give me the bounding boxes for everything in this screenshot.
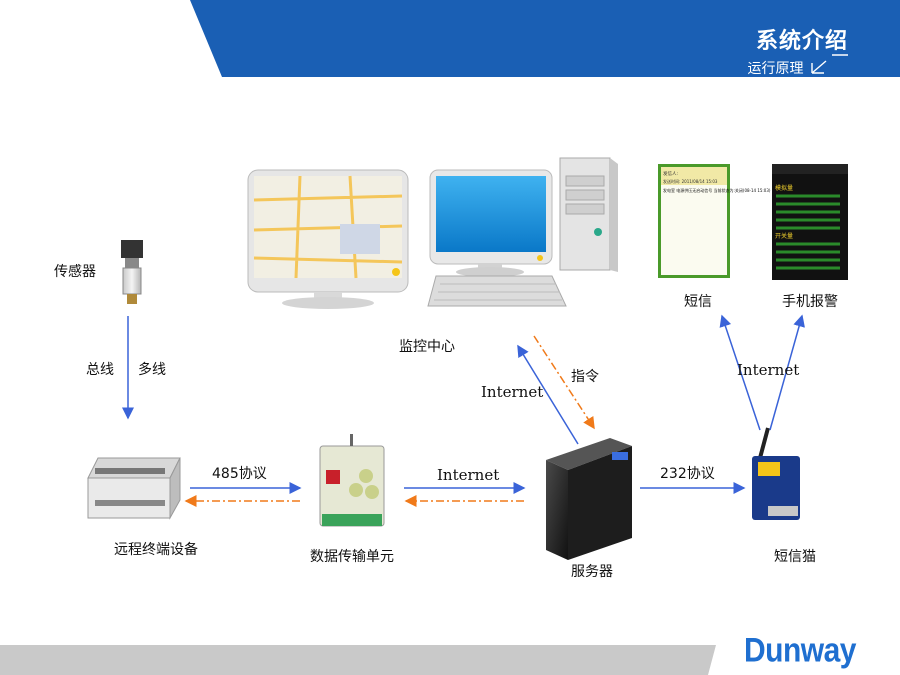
sms-screen-line1: 发信人: — [663, 170, 678, 177]
phone-alarm-screen-icon: 模拟量 开关量 — [772, 164, 848, 280]
phone-sms-screen-icon: 发信人: 发送时间: 2011/08/14 15:03 发电室 电源供压无启动信… — [658, 164, 771, 278]
footer-band — [0, 645, 716, 675]
server-icon — [546, 438, 632, 560]
desktop-monitor-icon — [429, 169, 553, 277]
corner-arrow-icon — [811, 60, 827, 74]
label-monitor-center: 监控中心 — [399, 339, 455, 355]
label-server: 服务器 — [571, 564, 613, 580]
label-485: 485协议 — [212, 466, 267, 482]
rtu-device-icon — [87, 457, 181, 520]
label-phone-alarm: 手机报警 — [782, 294, 838, 310]
arrow-modem-to-sms — [719, 314, 761, 431]
label-rtu: 远程终端设备 — [114, 542, 198, 558]
header-band — [190, 0, 900, 77]
page-subtitle-text: 运行原理 — [747, 61, 804, 77]
label-sensor: 传感器 — [54, 264, 96, 280]
sms-screen-line2: 发送时间: 2011/08/14 15:03 — [663, 178, 718, 184]
pressure-sensor-icon — [121, 240, 143, 304]
keyboard-icon — [427, 275, 567, 307]
label-command: 指令 — [571, 369, 599, 385]
label-bus: 总线 — [86, 362, 114, 378]
label-dtu: 数据传输单元 — [310, 549, 394, 565]
label-multi-line: 多线 — [138, 362, 166, 378]
brand-logo: Dunway — [743, 631, 857, 670]
page-subtitle: 运行原理 — [748, 58, 828, 78]
arrow-server-to-monitor — [517, 344, 579, 445]
label-sms-modem: 短信猫 — [774, 549, 816, 565]
sms-screen-body: 发电室 电源供压无启动信号 当前状态为:关闭(08-14 15:03) — [663, 187, 771, 193]
arrow-monitor-command — [533, 335, 595, 430]
alarm-section1: 模拟量 — [775, 184, 793, 192]
label-sms: 短信 — [684, 294, 712, 310]
map-monitor-icon — [247, 169, 409, 309]
label-internet-dtu-server: Internet — [437, 466, 500, 484]
dtu-device-icon — [319, 434, 385, 527]
label-internet-server-monitor: Internet — [481, 383, 544, 401]
pc-tower-icon — [559, 157, 618, 272]
label-internet-modem-phone: Internet — [737, 361, 800, 379]
sms-modem-icon — [752, 427, 800, 520]
label-232: 232协议 — [660, 466, 715, 482]
arrow-modem-to-phone — [769, 314, 805, 431]
page-title: 系统介绍 — [755, 29, 848, 54]
alarm-section2: 开关量 — [775, 232, 793, 240]
